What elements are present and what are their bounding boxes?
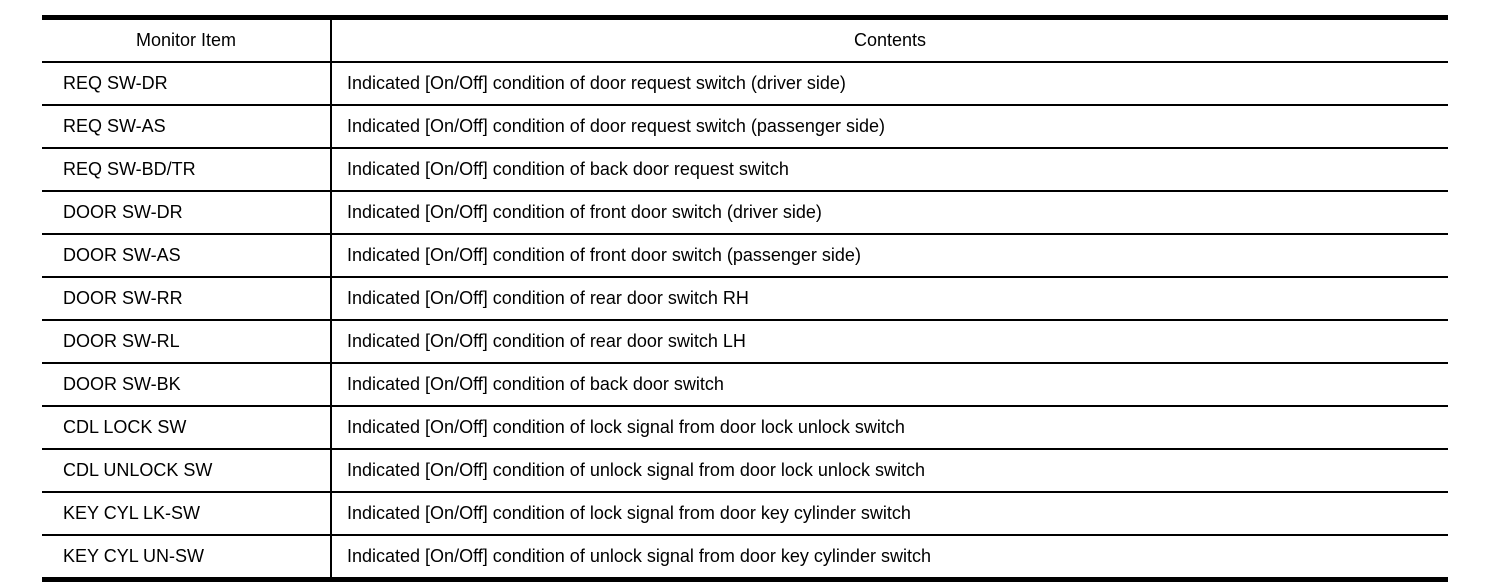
table-row: KEY CYL UN-SW Indicated [On/Off] conditio…: [42, 535, 1448, 580]
monitor-item-cell: KEY CYL LK-SW: [42, 492, 332, 536]
contents-cell: Indicated [On/Off] condition of rear doo…: [331, 320, 1448, 364]
contents-cell: Indicated [On/Off] condition of front do…: [331, 234, 1448, 278]
monitor-item-cell: DOOR SW-RR: [42, 277, 332, 321]
monitor-item-cell: KEY CYL UN-SW: [42, 535, 332, 580]
monitor-item-cell: CDL LOCK SW: [42, 406, 332, 450]
monitor-item-cell: DOOR SW-DR: [42, 191, 332, 235]
contents-cell: Indicated [On/Off] condition of unlock s…: [347, 546, 931, 566]
column-header-contents: Contents: [331, 17, 1448, 63]
monitor-item-cell: CDL UNLOCK SW: [42, 449, 332, 493]
table-header: Monitor Item Contents: [42, 17, 1448, 63]
monitor-item-cell: DOOR SW-BK: [42, 363, 332, 407]
contents-cell: Indicated [On/Off] condition of lock sig…: [331, 492, 1448, 536]
header-row: Monitor Item Contents: [42, 17, 1448, 63]
monitor-item-cell: REQ SW-DR: [42, 62, 332, 106]
contents-cell: Indicated [On/Off] condition of rear doo…: [331, 277, 1448, 321]
monitor-item-cell: DOOR SW-RL: [42, 320, 332, 364]
contents-cell: Indicated [On/Off] condition of lock sig…: [331, 406, 1448, 450]
monitor-item-cell: REQ SW-BD/TR: [42, 148, 332, 192]
monitor-item-cell: REQ SW-AS: [42, 105, 332, 149]
contents-cell: Indicated [On/Off] condition of door req…: [331, 105, 1448, 149]
monitor-item-cell: DOOR SW-AS: [42, 234, 332, 278]
contents-cell: Indicated [On/Off] condition of front do…: [331, 191, 1448, 235]
contents-cell: Indicated [On/Off] condition of door req…: [331, 62, 1448, 106]
contents-cell: Indicated [On/Off] condition of back doo…: [331, 148, 1448, 192]
contents-cell: Indicated [On/Off] condition of unlock s…: [331, 449, 1448, 493]
column-header-monitor-item: Monitor Item: [42, 17, 332, 63]
contents-cell: Indicated [On/Off] condition of back doo…: [331, 363, 1448, 407]
